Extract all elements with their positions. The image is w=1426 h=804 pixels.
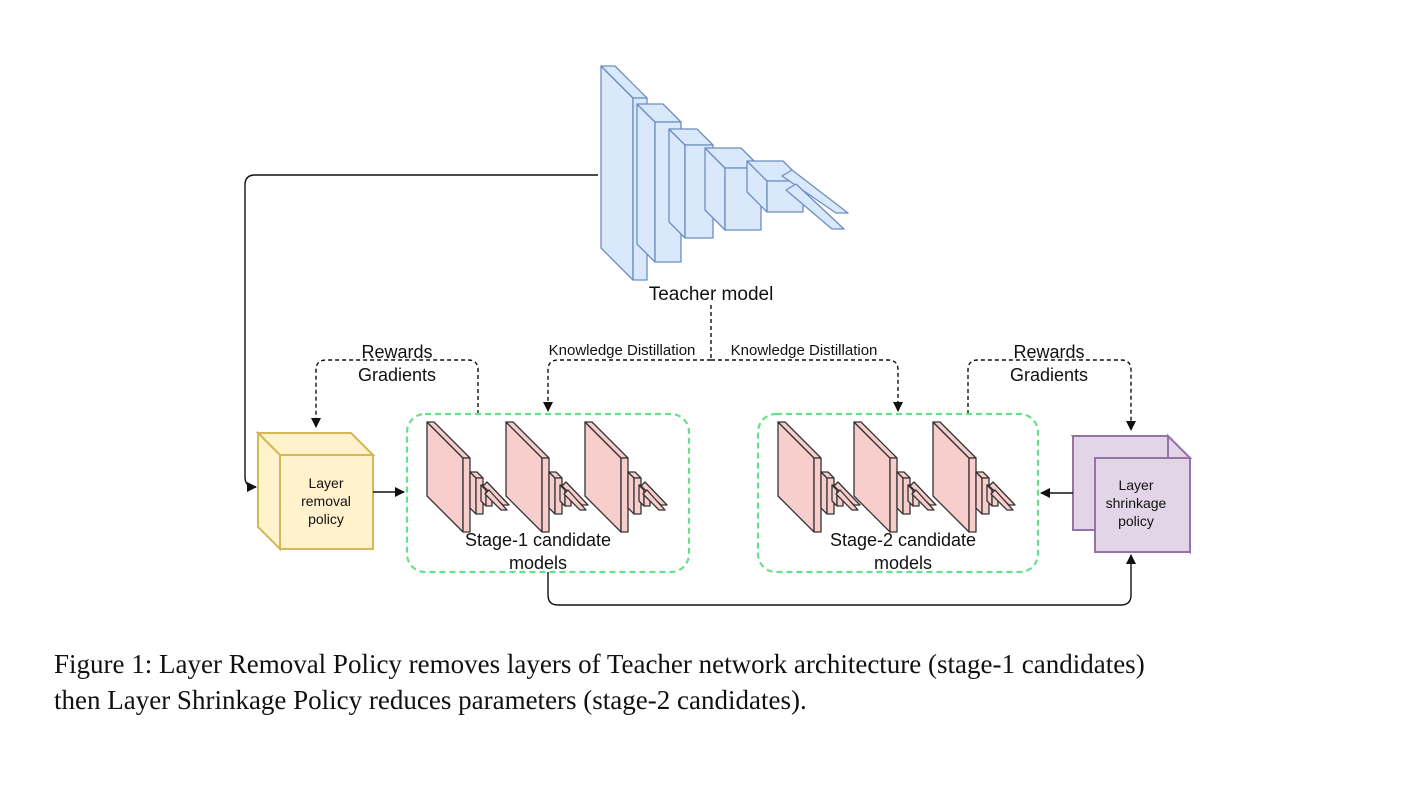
layer-shrinkage-policy-box — [1070, 433, 1193, 555]
candidate-model-2 — [505, 421, 589, 533]
stage2-label-line1: Stage-2 candidate — [830, 530, 976, 550]
stage1-label-line2: models — [509, 553, 567, 573]
teacher-to-removal-arrow — [244, 174, 598, 492]
teacher-layer-1-side — [600, 65, 634, 281]
candidate-plate-2 — [835, 489, 859, 511]
teacher-model-label: Teacher model — [649, 284, 774, 305]
candidate-layer-a-front — [541, 457, 550, 533]
removal-policy-label-line3: policy — [308, 511, 344, 527]
candidate-plate-2 — [911, 489, 935, 511]
shrinkage-policy-label-line2: shrinkage — [1106, 495, 1167, 511]
candidate-layer-a-front — [462, 457, 471, 533]
teacher-plate-1 — [781, 169, 849, 214]
teacher-layer-2-side — [636, 103, 656, 263]
candidate-layer-a-front — [889, 457, 898, 533]
candidate-plate-2 — [563, 489, 587, 511]
candidate-model-2 — [853, 421, 937, 533]
candidate-layer-b-side — [627, 471, 635, 515]
rewards-label-left: Rewards — [361, 342, 432, 362]
candidate-plate-2 — [990, 489, 1014, 511]
caption-line-1: Figure 1: Layer Removal Policy removes l… — [54, 649, 1145, 679]
gradients-label-right: Gradients — [1010, 365, 1088, 385]
shrinkage-policy-label-line1: Layer — [1118, 477, 1153, 493]
figure-caption: Figure 1: Layer Removal Policy removes l… — [54, 646, 1394, 718]
knowledge-distillation-label-right: Knowledge Distillation — [731, 342, 878, 359]
teacher-model-icon — [600, 65, 849, 281]
stage1-to-shrinkage-arrow — [547, 554, 1136, 606]
candidate-layer-a-front — [620, 457, 629, 533]
knowledge-distillation-label-left: Knowledge Distillation — [549, 342, 696, 359]
candidate-layer-a-front — [968, 457, 977, 533]
candidate-model-3 — [932, 421, 1016, 533]
candidate-layer-b-side — [896, 471, 904, 515]
stage1-candidates-group — [405, 412, 691, 574]
candidate-model-1 — [426, 421, 510, 533]
candidate-layer-b-side — [548, 471, 556, 515]
rewards-label-right: Rewards — [1013, 342, 1084, 362]
layer-removal-policy-box — [255, 430, 376, 552]
stage1-candidate-models — [426, 421, 668, 533]
teacher-plate-2 — [785, 183, 845, 230]
candidate-layer-b-side — [469, 471, 477, 515]
stage1-label-line1: Stage-1 candidate — [465, 530, 611, 550]
shrinkage-policy-label-line3: policy — [1118, 513, 1154, 529]
candidate-layer-b-side — [975, 471, 983, 515]
candidate-layer-b-side — [820, 471, 828, 515]
caption-line-2: then Layer Shrinkage Policy reduces para… — [54, 685, 807, 715]
candidate-plate-2 — [642, 489, 666, 511]
knowledge-distillation-connector — [543, 305, 903, 412]
candidate-model-1 — [777, 421, 861, 533]
removal-policy-label-line1: Layer — [308, 475, 343, 491]
candidate-plate-2 — [484, 489, 508, 511]
candidate-model-3 — [584, 421, 668, 533]
gradients-label-left: Gradients — [358, 365, 436, 385]
teacher-layer-3-side — [668, 128, 686, 239]
stage2-candidates-group — [756, 412, 1040, 574]
removal-policy-label-line2: removal — [301, 493, 351, 509]
stage2-label-line2: models — [874, 553, 932, 573]
candidate-layer-a-front — [813, 457, 822, 533]
stage2-candidate-models — [777, 421, 1016, 533]
